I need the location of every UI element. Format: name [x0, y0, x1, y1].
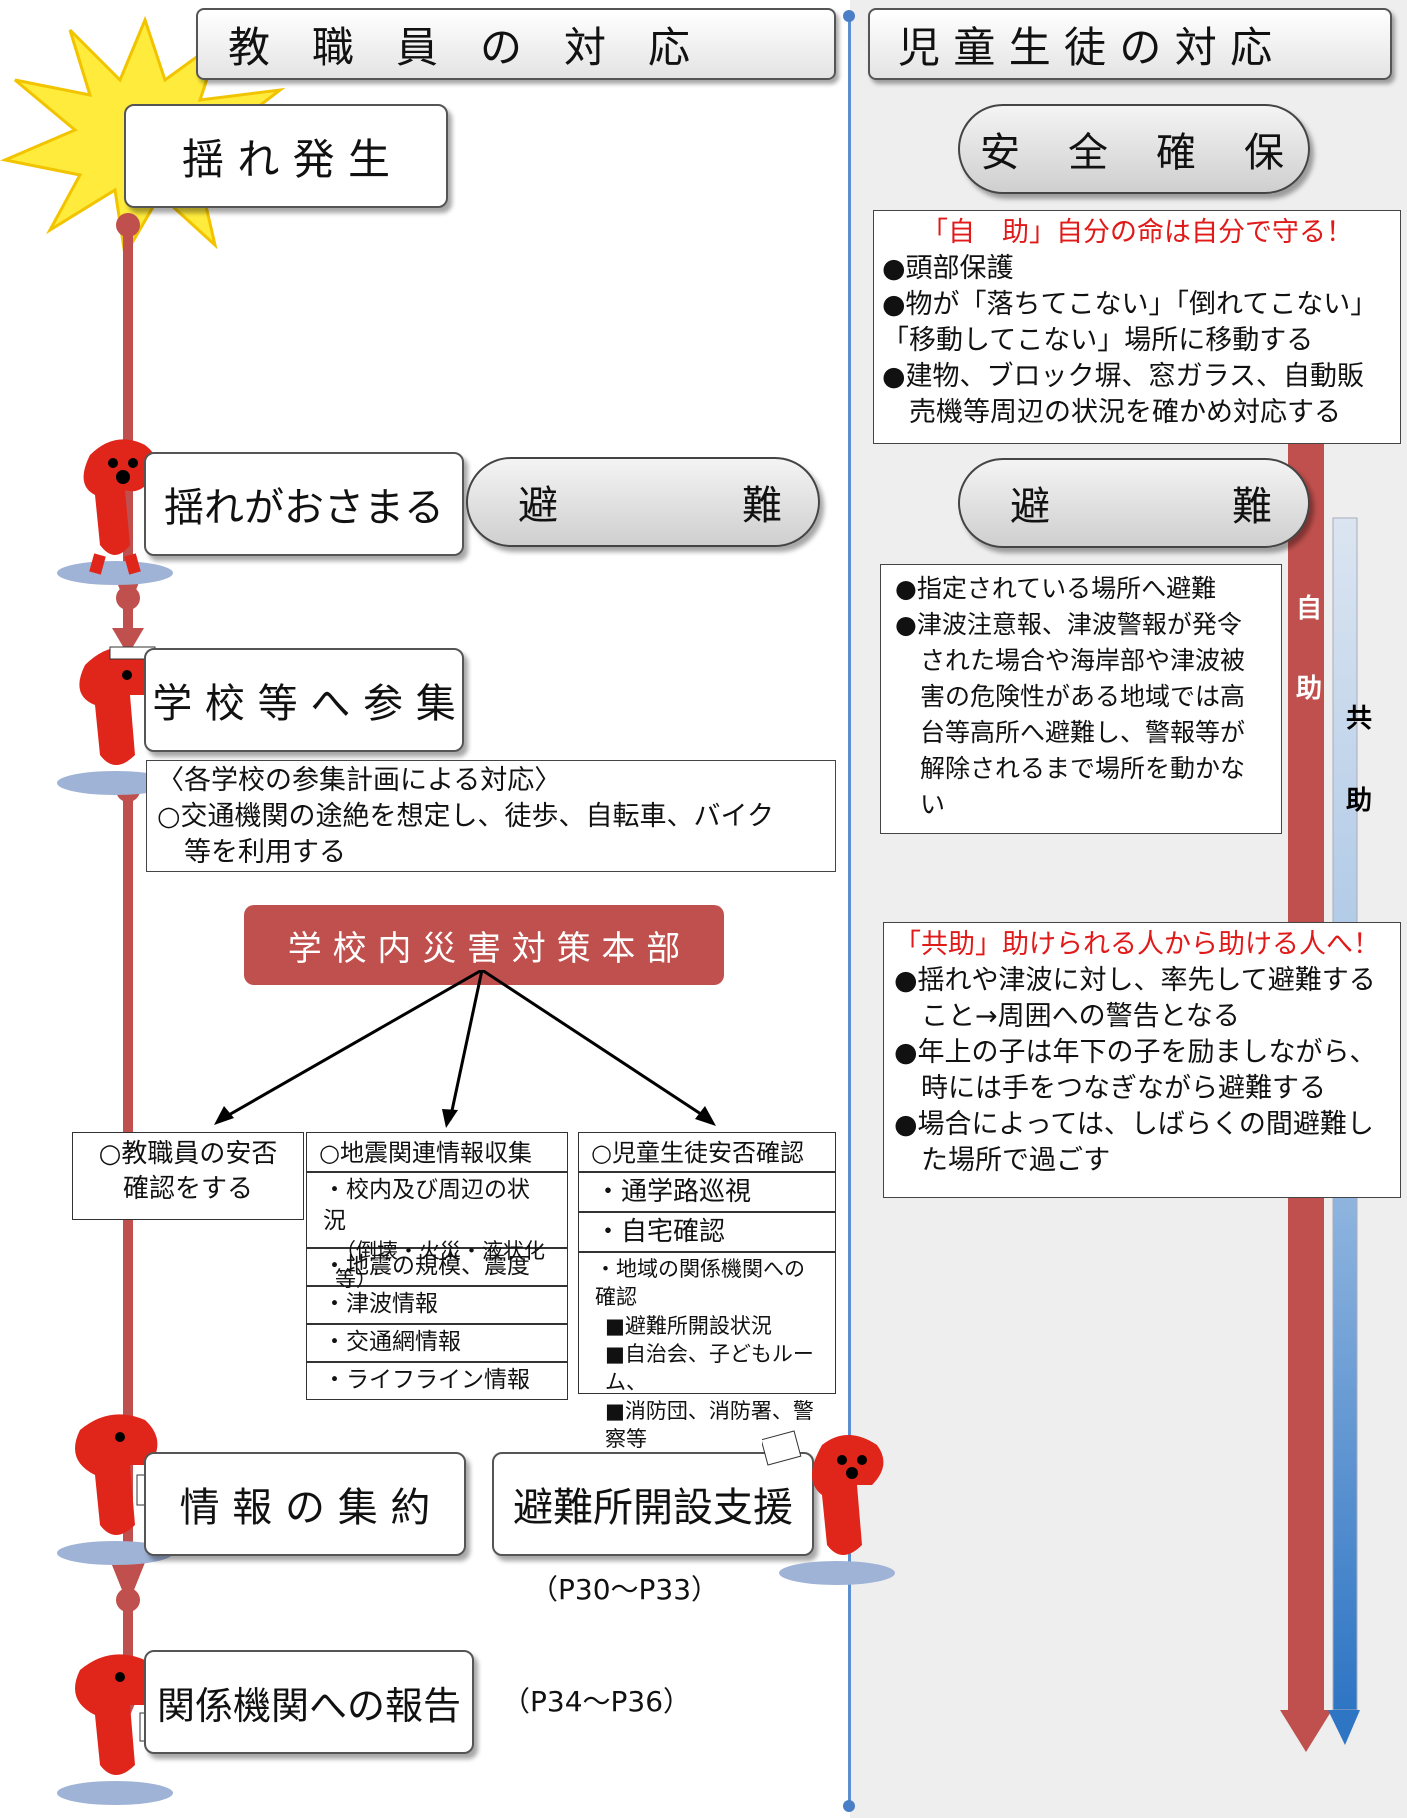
header-students-text: 児 童 生 徒 の 対 応	[898, 22, 1273, 72]
assemble-note-line-2: ○交通機関の途絶を想定し、徒歩、自転車、バイク	[157, 801, 775, 832]
mutual-help-line-2: こと→周囲への警告となる	[894, 1001, 1240, 1032]
assemble-text: 学 校 等 へ 参 集	[152, 681, 456, 727]
self-help-line-4: ●建物、ブロック塀、窓ガラス、自動販	[882, 361, 1365, 392]
info-gather-box: 情 報 の 集 約	[144, 1452, 466, 1556]
student-safety-item-4: ■避難所開設状況	[605, 1313, 772, 1338]
info-collect-title: ○地震関連情報収集	[306, 1132, 568, 1172]
student-evac-b: 難	[1232, 484, 1272, 530]
mutual-help-line-1: ●揺れや津波に対し、率先して避難する	[894, 965, 1376, 996]
staff-safety-line-2: 確認をする	[122, 1174, 253, 1205]
self-help-title: 「自 助」自分の命は自分で守る！	[921, 217, 1353, 248]
evac-note-line-1: ●指定されている場所へ避難	[895, 574, 1217, 603]
self-help-line-1: ●頭部保護	[882, 253, 1014, 284]
student-evac-a: 避	[1010, 484, 1050, 530]
evac-note-line-2: ●津波注意報、津波警報が発令	[895, 610, 1242, 639]
evac-note-line-4: 害の危険性がある地域では高	[895, 682, 1246, 711]
info-collect-table: ○地震関連情報収集 ・校内及び周辺の状況 （倒壊・火災・液状化等） ・地震の規模…	[306, 1132, 568, 1400]
info-collect-row-1: ・校内及び周辺の状況 （倒壊・火災・液状化等）	[306, 1172, 568, 1291]
evac-note-line-5: 台等高所へ避難し、警報等が	[895, 718, 1246, 747]
assemble-box: 学 校 等 へ 参 集	[144, 648, 464, 752]
mascot-icon	[57, 439, 173, 585]
info-collect-item-3: ・地震の規模、震度	[306, 1248, 568, 1286]
student-safety-title: ○児童生徒安否確認	[578, 1132, 836, 1172]
hq-text: 学 校 内 災 害 対 策 本 部	[287, 928, 681, 969]
student-safety-item-1: ・通学路巡視	[578, 1172, 836, 1212]
mutual-help-line-4: 時には手をつなぎながら避難する	[894, 1073, 1326, 1104]
assemble-note-line-3: 等を利用する	[157, 837, 346, 868]
info-gather-text: 情 報 の 集 約	[179, 1485, 431, 1531]
divider-bottom-dot	[843, 1800, 855, 1812]
bar-self-2: 助	[1296, 674, 1323, 704]
safety-text: 安 全 確 保	[980, 130, 1288, 176]
assemble-note-line-1: 〈各学校の参集計画による対応〉	[157, 765, 562, 796]
header-staff: 教 職 員 の 対 応	[196, 8, 836, 80]
info-collect-item-1: ・校内及び周辺の状況	[323, 1177, 530, 1235]
assemble-note: 〈各学校の参集計画による対応〉 ○交通機関の途絶を想定し、徒歩、自転車、バイク …	[146, 760, 836, 872]
shelter-support-text: 避難所開設支援	[513, 1485, 793, 1531]
page-ref-2: （P34～P36）	[502, 1685, 692, 1718]
student-safety-item-2: ・自宅確認	[578, 1212, 836, 1252]
staff-safety-line-1: ○教職員の安否	[98, 1139, 278, 1169]
bar-self-1: 自	[1296, 594, 1323, 624]
self-help-line-2: ●物が「落ちてこない」「倒れてこない」	[882, 289, 1378, 320]
shelter-support-box: 避難所開設支援	[492, 1452, 814, 1556]
info-collect-item-6: ・ライフライン情報	[306, 1362, 568, 1400]
calm-box: 揺れがおさまる	[144, 452, 464, 556]
mutual-help-title: 「共助」助けられる人から助ける人へ！	[894, 929, 1380, 960]
quake-box: 揺 れ 発 生	[124, 104, 448, 208]
header-students: 児 童 生 徒 の 対 応	[868, 8, 1392, 80]
staff-safety-box: ○教職員の安否 確認をする	[72, 1132, 304, 1220]
branch-arrows	[214, 970, 716, 1128]
safety-pill: 安 全 確 保	[958, 104, 1310, 194]
staff-evac-a: 避	[518, 483, 558, 529]
column-divider	[848, 18, 851, 1810]
student-safety-item-3: ・地域の関係機関への確認	[595, 1257, 805, 1310]
student-safety-item-5: ■自治会、子どもルーム、	[605, 1342, 814, 1395]
self-help-line-5: 売機等周辺の状況を確かめ対応する	[882, 397, 1341, 428]
student-safety-row-3: ・地域の関係機関への確認 ■避難所開設状況 ■自治会、子どもルーム、 ■消防団、…	[578, 1252, 836, 1451]
info-collect-item-4: ・津波情報	[306, 1286, 568, 1324]
mascot-icon	[762, 1430, 895, 1585]
quake-text: 揺 れ 発 生	[181, 134, 391, 184]
report-text: 関係機関への報告	[156, 1683, 461, 1728]
evac-note-line-6: 解除されるまで場所を動かな	[895, 754, 1246, 783]
info-collect-item-5: ・交通網情報	[306, 1324, 568, 1362]
evac-note-line-7: い	[895, 790, 946, 819]
self-help-box: 「自 助」自分の命は自分で守る！ ●頭部保護 ●物が「落ちてこない」「倒れてこな…	[873, 210, 1401, 444]
self-help-line-3: 「移動してこない」場所に移動する	[882, 325, 1314, 356]
header-staff-text: 教 職 員 の 対 応	[228, 22, 691, 72]
report-box: 関係機関への報告	[144, 1650, 474, 1754]
student-safety-item-6: ■消防団、消防署、警察等	[605, 1398, 814, 1452]
student-evac-pill: 避 難	[958, 458, 1310, 548]
staff-evac-b: 難	[742, 483, 782, 529]
mutual-help-line-5: ●場合によっては、しばらくの間避難し	[894, 1109, 1374, 1140]
bar-mutual-1: 共	[1346, 704, 1373, 734]
mascot-icon	[57, 646, 173, 795]
mutual-help-box: 「共助」助けられる人から助ける人へ！ ●揺れや津波に対し、率先して避難する こと…	[883, 922, 1401, 1198]
evac-note-line-3: された場合や海岸部や津波被	[895, 646, 1246, 675]
calm-text: 揺れがおさまる	[164, 485, 444, 531]
bar-mutual-2: 助	[1346, 786, 1373, 816]
student-safety-table: ○児童生徒安否確認 ・通学路巡視 ・自宅確認 ・地域の関係機関への確認 ■避難所…	[578, 1132, 836, 1451]
staff-evac-pill: 避 難	[466, 457, 820, 547]
page-ref-1: （P30～P33）	[530, 1573, 720, 1606]
mutual-help-line-3: ●年上の子は年下の子を励ましながら、	[894, 1037, 1377, 1068]
evac-note-box: ●指定されている場所へ避難 ●津波注意報、津波警報が発令 された場合や海岸部や津…	[880, 564, 1282, 834]
divider-top-dot	[843, 10, 855, 22]
mutual-help-line-6: た場所で過ごす	[894, 1145, 1111, 1176]
